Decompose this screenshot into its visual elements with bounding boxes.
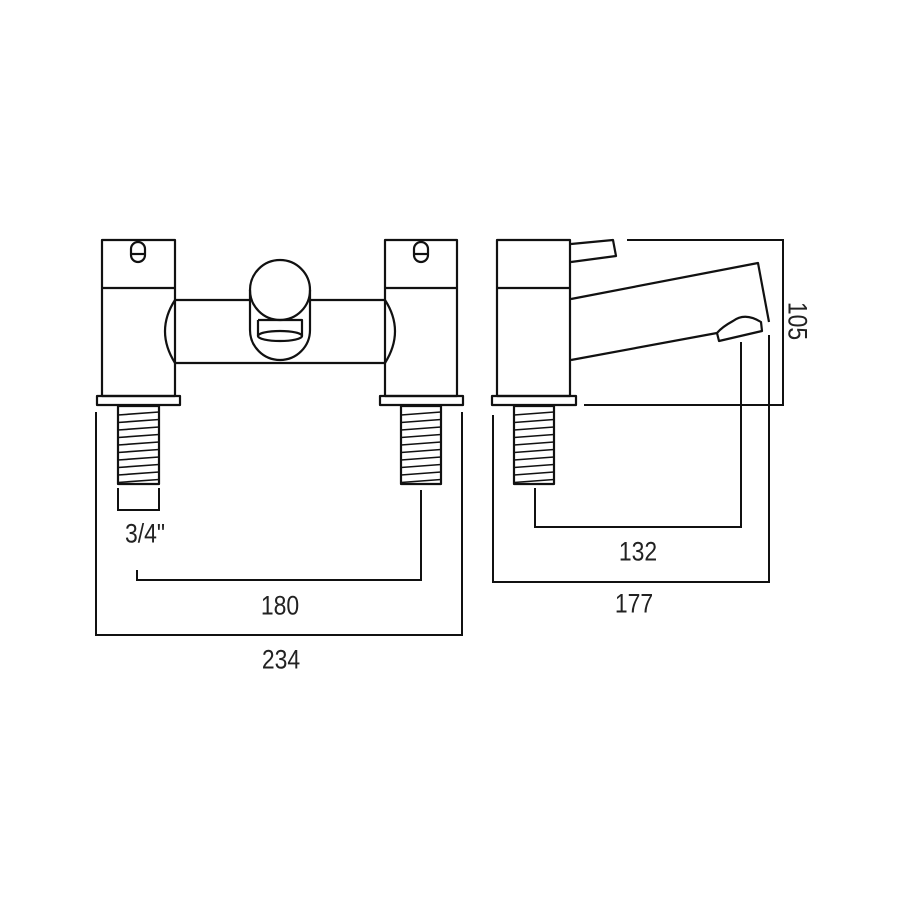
thread-line xyxy=(513,418,555,424)
thread-line xyxy=(117,418,160,424)
thread-line xyxy=(117,426,160,431)
bridge-body xyxy=(164,298,396,365)
thread-line xyxy=(513,433,555,439)
thread-line xyxy=(513,411,555,416)
thread-line xyxy=(400,463,442,469)
thread-line xyxy=(513,448,555,454)
thread-line xyxy=(513,426,555,431)
thread-line xyxy=(117,448,160,454)
thread-line xyxy=(400,433,442,439)
dimension-lines-front xyxy=(95,412,463,636)
thread-size-label: 3/4" xyxy=(124,518,166,549)
thread-line xyxy=(400,411,442,416)
dimension-lines-side xyxy=(492,239,784,583)
right-thread xyxy=(399,404,443,486)
diverter-knob xyxy=(248,258,312,362)
thread-line xyxy=(400,418,442,424)
spout xyxy=(570,261,771,362)
thread-line xyxy=(513,478,555,484)
height-label: 105 xyxy=(782,301,813,341)
thread-line xyxy=(513,471,555,476)
thread-line xyxy=(117,411,160,416)
thread-line xyxy=(117,463,160,469)
left-pillar xyxy=(95,238,182,407)
aerator xyxy=(715,315,764,343)
thread-line xyxy=(400,441,442,446)
front-view xyxy=(95,238,465,636)
overall-depth-label: 177 xyxy=(614,588,654,619)
overall-width-label: 234 xyxy=(261,644,301,675)
thread-line xyxy=(117,471,160,476)
thread-line xyxy=(117,456,160,461)
thread-line xyxy=(513,456,555,461)
lever-handle xyxy=(570,238,618,264)
thread-line xyxy=(400,456,442,461)
side-view xyxy=(490,238,784,583)
thread-line xyxy=(513,441,555,446)
thread-line xyxy=(400,478,442,484)
thread-line xyxy=(400,426,442,431)
thread-line xyxy=(400,448,442,454)
spout-reach-label: 132 xyxy=(618,536,658,567)
tap-centres-label: 180 xyxy=(260,590,300,621)
thread-line xyxy=(513,463,555,469)
thread-line xyxy=(400,471,442,476)
thread-line xyxy=(117,441,160,446)
thread-line xyxy=(117,478,160,484)
thread-line xyxy=(117,433,160,439)
left-thread xyxy=(116,404,161,486)
right-pillar xyxy=(378,238,465,407)
